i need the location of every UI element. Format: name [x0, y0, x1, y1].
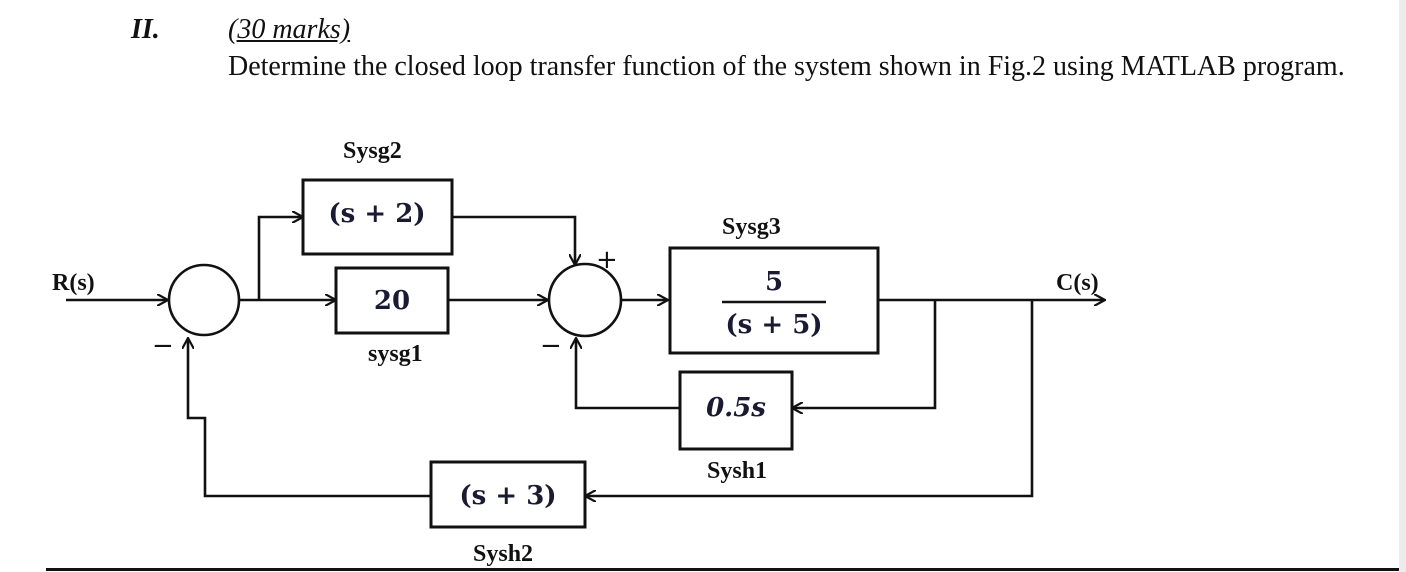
block-sysg1: [334, 266, 450, 335]
block-sysh1: [678, 370, 794, 451]
sum2-minus-sign: −: [540, 331, 562, 361]
output-label: C(s): [1056, 270, 1099, 296]
sysg2-to-sum2-line: [452, 215, 575, 265]
sum2-plus-sign: +: [596, 245, 618, 275]
sysg3-denominator: (s + 5): [725, 310, 822, 340]
inner-feedback-line: [792, 300, 937, 408]
question-marks: (30 marks): [228, 14, 351, 45]
sum1-minus-sign: −: [152, 331, 174, 361]
sysg1-name: sysg1: [368, 341, 423, 367]
block-sysg3: [668, 246, 880, 355]
bottom-rule: [46, 568, 1399, 571]
sysg2-expr: (s + 2): [328, 199, 425, 229]
page-edge: [1399, 0, 1406, 572]
sysh2-name: Sysh2: [473, 541, 533, 567]
sum1-to-sysg2-line: [257, 217, 303, 300]
sysh2-expr: (s + 3): [459, 481, 556, 511]
sysh1-to-sum2-line: [576, 338, 680, 410]
question-text: Determine the closed loop transfer funct…: [228, 51, 1345, 82]
sysh2-to-sum1-line: [188, 338, 431, 498]
sysg3-numerator: 5: [765, 267, 783, 297]
sysg2-name: Sysg2: [343, 138, 402, 164]
block-sysg2: [301, 178, 454, 256]
sysg3-name: Sysg3: [722, 214, 781, 240]
block-sysh2: [429, 460, 587, 529]
sysg1-value: 20: [374, 286, 410, 316]
input-label: R(s): [52, 270, 95, 296]
sysh1-expr: 0.5s: [706, 393, 766, 423]
question-number: II.: [131, 14, 160, 45]
summing-junction-1: [167, 263, 241, 337]
outer-feedback-line: [585, 300, 1034, 496]
sysh1-name: Sysh1: [707, 458, 767, 484]
